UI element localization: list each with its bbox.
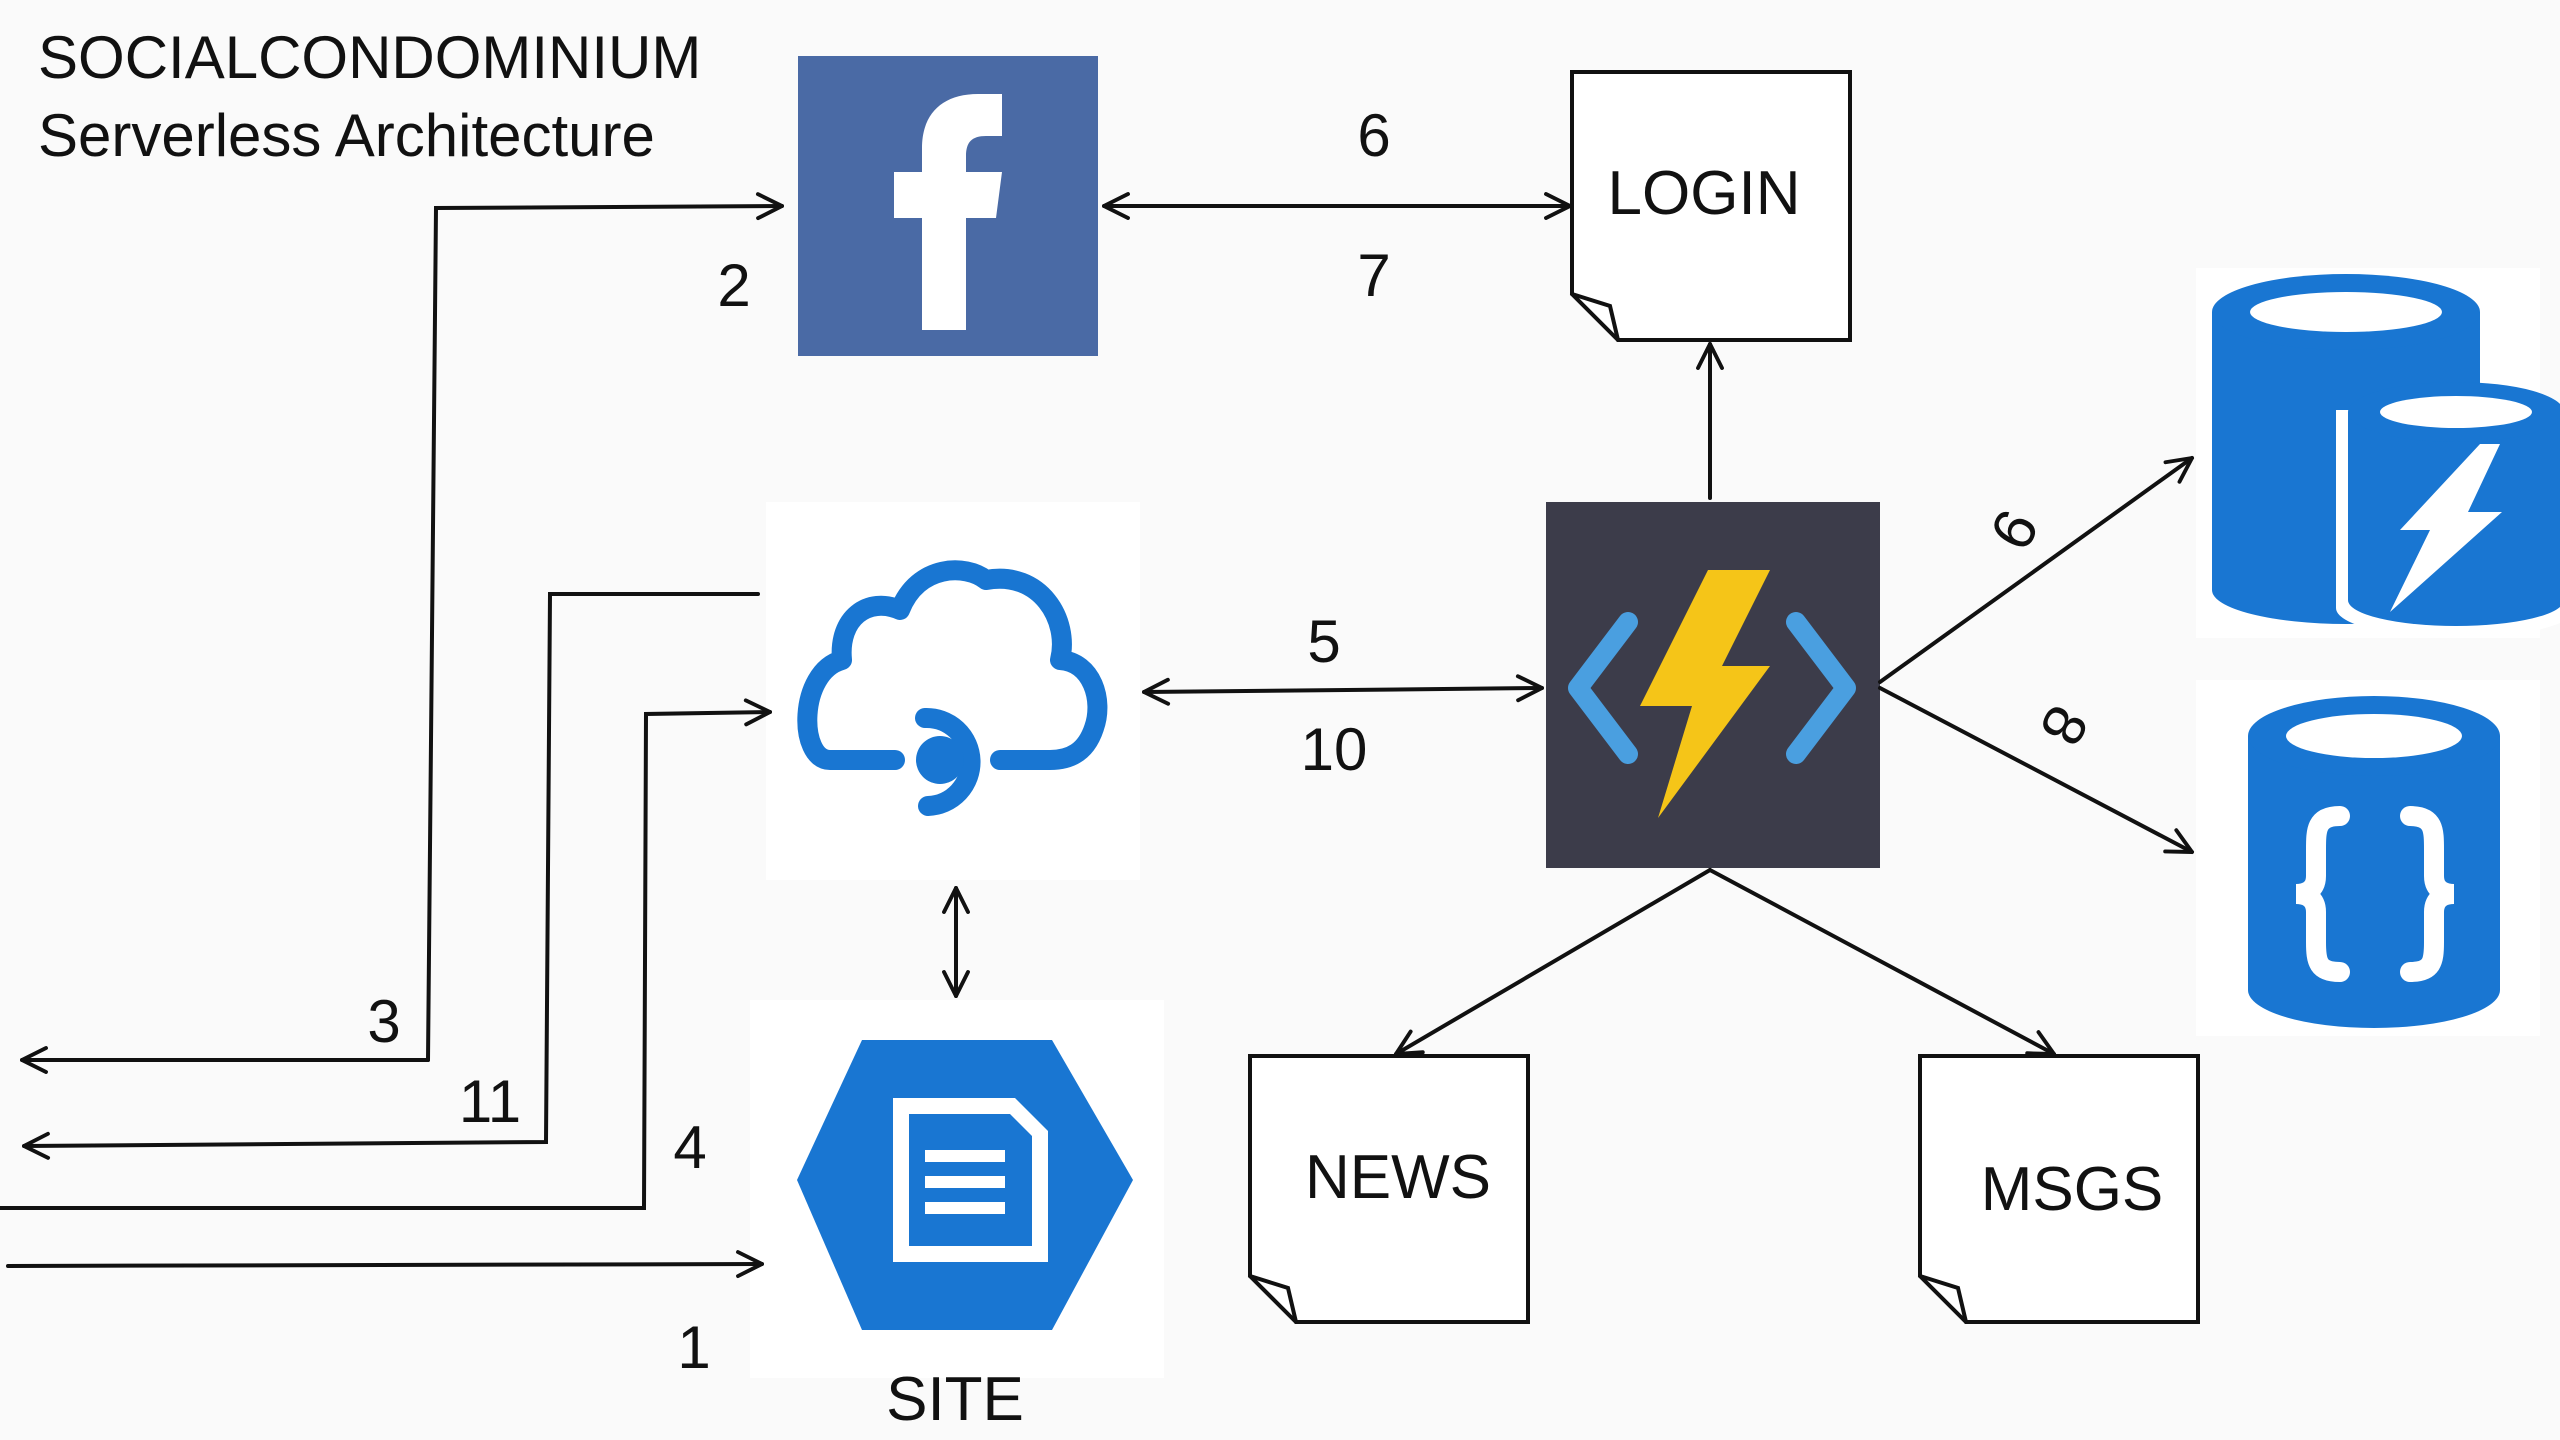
news-document: NEWS xyxy=(1248,1054,1530,1324)
connector-functions-cosmos xyxy=(1878,686,2194,854)
connector-return-11 xyxy=(22,592,760,1160)
site-label: SITE xyxy=(886,1365,1024,1434)
connector-user-facebook xyxy=(426,192,784,1062)
connector-functions-msgs xyxy=(1708,868,2056,1056)
bolt-shape xyxy=(1640,570,1770,818)
facebook-node xyxy=(798,56,1098,356)
diagram-title: SOCIALCONDOMINIUM xyxy=(38,24,701,91)
msgs-document: MSGS xyxy=(1918,1054,2200,1324)
flow-number-3: 3 xyxy=(367,988,400,1055)
diagram-subtitle: Serverless Architecture xyxy=(38,102,655,169)
functions-node xyxy=(1546,502,1880,868)
static-site-icon xyxy=(797,1040,1133,1330)
flow-number-9: 9 xyxy=(1977,499,2052,560)
news-label: NEWS xyxy=(1305,1143,1491,1212)
connector-cloud-functions xyxy=(1142,674,1544,706)
flow-number-10: 10 xyxy=(1301,716,1368,783)
cache-database-icon xyxy=(2212,274,2560,638)
connector-user-cloud xyxy=(0,698,772,1210)
flow-number-4: 4 xyxy=(673,1114,706,1181)
cosmos-db-node xyxy=(2196,680,2540,1036)
flow-number-2: 2 xyxy=(717,252,750,319)
flow-number-5: 5 xyxy=(1307,608,1340,675)
flow-number-11: 11 xyxy=(459,1068,521,1135)
flow-number-7: 7 xyxy=(1357,242,1390,309)
cloud-sync-icon xyxy=(797,560,1108,816)
flow-number-6: 6 xyxy=(1357,102,1390,169)
connector-functions-news xyxy=(1394,868,1712,1056)
flow-number-1: 1 xyxy=(677,1314,710,1381)
document-database-icon xyxy=(2248,696,2500,1028)
site-node: SITE xyxy=(750,1000,1164,1434)
redis-cache-node xyxy=(2196,268,2560,638)
connector-user-site xyxy=(6,1250,764,1279)
login-document: LOGIN xyxy=(1570,70,1852,342)
login-label: LOGIN xyxy=(1608,159,1801,228)
msgs-label: MSGS xyxy=(1981,1155,2164,1224)
auth-service-node xyxy=(766,502,1140,880)
flow-number-8: 8 xyxy=(2027,695,2102,756)
connector-functions-redis xyxy=(1878,456,2194,684)
